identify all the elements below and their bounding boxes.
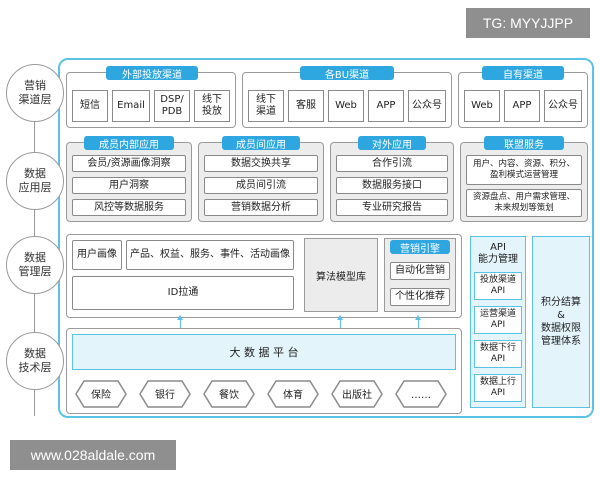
source-label: …… <box>411 390 431 401</box>
product-event-profile: 产品、权益、服务、事件、活动画像 <box>126 240 294 270</box>
external-channel-title: 外部投放渠道 <box>106 66 198 81</box>
source-hexagon <box>75 380 127 408</box>
channel-offline: 线下 渠道 <box>248 90 284 122</box>
app-marketing-analysis: 营销数据分析 <box>204 199 318 216</box>
channel-own-web: Web <box>464 90 500 122</box>
layer-label-application: 数据 应用层 <box>6 152 64 210</box>
external-application-title: 对外应用 <box>358 136 426 151</box>
points-settlement-system: 积分结算 & 数据权限 管理体系 <box>532 236 590 408</box>
arrow-up-icon <box>414 315 421 334</box>
alliance-planning: 资源盘点、用户需求管理、 未来规划等策划 <box>466 189 582 217</box>
watermark-bottom-left: www.028aldale.com <box>10 440 176 470</box>
channel-bu-web: Web <box>328 90 364 122</box>
source-hexagon <box>203 380 255 408</box>
alliance-service-title: 联盟服务 <box>484 136 564 151</box>
layer-label-technology: 数据 技术层 <box>6 332 64 390</box>
app-partner-traffic: 合作引流 <box>336 155 448 172</box>
arrow-up-icon <box>336 315 343 334</box>
api-delivery-channel: 投放渠道 API <box>474 272 522 300</box>
own-channel-title: 自有渠道 <box>482 66 564 81</box>
app-user-insight: 用户洞察 <box>72 177 186 194</box>
app-member-resource-insight: 会员/资源画像洞察 <box>72 155 186 172</box>
channel-own-official-account: 公众号 <box>544 90 582 122</box>
app-research-report: 专业研究报告 <box>336 199 448 216</box>
app-data-exchange: 数据交换共享 <box>204 155 318 172</box>
channel-dsp-pdb: DSP/ PDB <box>154 90 190 122</box>
source-label: 餐饮 <box>219 388 239 401</box>
source-hexagon <box>395 380 447 408</box>
app-risk-control-service: 风控等数据服务 <box>72 199 186 216</box>
big-data-platform: 大 数 据 平 台 <box>72 334 456 370</box>
bu-channel-title: 各BU渠道 <box>300 66 394 81</box>
alliance-operations: 用户、内容、资源、积分、 盈利模式运营管理 <box>466 155 582 185</box>
between-application-title: 成员间应用 <box>222 136 300 151</box>
app-data-service-interface: 数据服务接口 <box>336 177 448 194</box>
source-hexagon <box>331 380 383 408</box>
channel-customer-service: 客服 <box>288 90 324 122</box>
user-profile: 用户画像 <box>72 240 122 270</box>
source-label: 保险 <box>91 388 111 401</box>
api-management-title: API 能力管理 <box>478 242 518 265</box>
source-hexagon <box>139 380 191 408</box>
personalized-recommendation: 个性化推荐 <box>390 288 450 306</box>
source-label: 出版社 <box>342 388 372 401</box>
channel-email: Email <box>112 90 150 122</box>
internal-application-title: 成员内部应用 <box>84 136 174 151</box>
algorithm-library: 算法模型库 <box>304 238 378 312</box>
api-data-downstream: 数据下行 API <box>474 340 522 368</box>
layer-label-channel: 营销 渠道层 <box>6 64 64 122</box>
data-sources: 保险 银行 餐饮 体育 出版社 …… <box>75 380 447 408</box>
source-hexagon <box>267 380 319 408</box>
marketing-engine-title: 营销引擎 <box>390 240 450 255</box>
app-member-traffic: 成员间引流 <box>204 177 318 194</box>
layer-label-management: 数据 管理层 <box>6 236 64 294</box>
id-link: ID拉通 <box>72 276 294 310</box>
watermark-top-right: TG: MYYJJPP <box>466 8 590 38</box>
channel-offline-ads: 线下 投放 <box>194 90 230 122</box>
arrow-up-icon <box>176 315 183 334</box>
channel-own-app: APP <box>504 90 540 122</box>
api-operation-channel: 运营渠道 API <box>474 306 522 334</box>
channel-bu-official-account: 公众号 <box>408 90 446 122</box>
channel-bu-app: APP <box>368 90 404 122</box>
source-label: 体育 <box>283 388 303 401</box>
automated-marketing: 自动化营销 <box>390 262 450 280</box>
source-label: 银行 <box>155 388 175 401</box>
channel-sms: 短信 <box>72 90 108 122</box>
api-data-upstream: 数据上行 API <box>474 374 522 402</box>
